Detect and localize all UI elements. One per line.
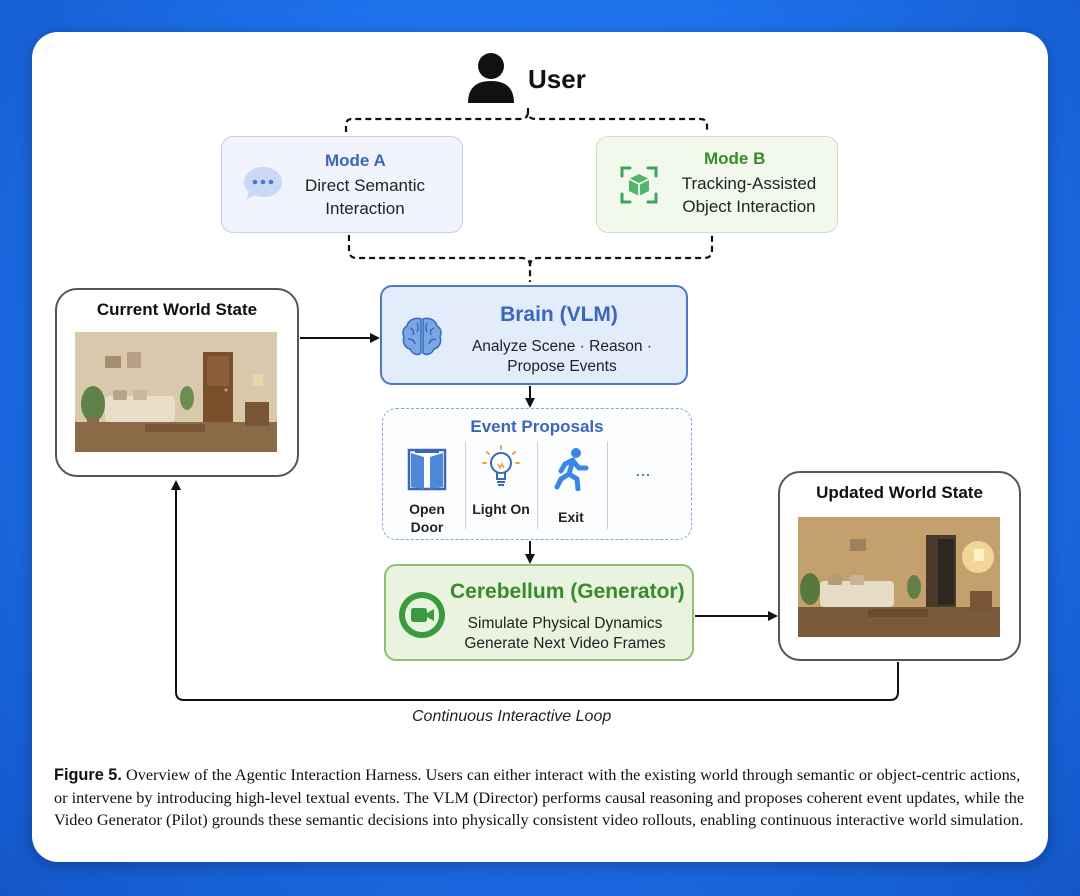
updated-world-state-box: Updated World State xyxy=(778,471,1021,661)
figure-caption: Figure 5. Overview of the Agentic Intera… xyxy=(54,764,1026,832)
event-exit: Exit xyxy=(558,509,584,525)
event-proposals-box: Event Proposals Open Door Light On xyxy=(382,408,692,540)
living-room-image xyxy=(75,332,277,452)
cerebellum-text: Simulate Physical Dynamics Generate Next… xyxy=(464,615,666,652)
mode-b-title: Mode B xyxy=(704,149,766,168)
current-world-state-title: Current World State xyxy=(96,300,258,319)
figure-card: User Mode A Direct Semantic Interaction … xyxy=(32,32,1048,862)
cerebellum-title: Cerebellum (Generator) xyxy=(450,580,685,603)
user-label: User xyxy=(528,64,586,94)
tracking-cube-icon xyxy=(620,166,658,204)
chat-bubble-icon xyxy=(244,167,282,200)
event-open-door: Open Door xyxy=(409,501,445,535)
mode-b-text: Tracking-Assisted Object Interaction xyxy=(681,174,817,216)
modes-dashed-bracket xyxy=(347,235,714,282)
current-world-state-box: Current World State xyxy=(55,288,299,477)
lightbulb-icon xyxy=(482,445,520,486)
brain-box: Brain (VLM) Analyze Scene · Reason · Pro… xyxy=(380,285,688,385)
brain-icon xyxy=(402,317,442,356)
caption-text: Overview of the Agentic Interaction Harn… xyxy=(54,765,1025,829)
user-icon xyxy=(468,53,514,103)
mode-a-text: Direct Semantic Interaction xyxy=(305,176,425,218)
video-camera-icon xyxy=(399,592,445,638)
door-icon xyxy=(407,448,447,491)
event-more-ellipsis: ... xyxy=(635,460,651,480)
loop-label: Continuous Interactive Loop xyxy=(412,708,612,725)
divider xyxy=(607,441,608,529)
cerebellum-box: Cerebellum (Generator) Simulate Physical… xyxy=(384,564,694,661)
mode-b-box: Mode B Tracking-Assisted Object Interact… xyxy=(596,136,838,233)
running-person-icon xyxy=(554,448,589,491)
brain-text: Analyze Scene · Reason · Propose Events xyxy=(471,338,653,375)
diagram: User Mode A Direct Semantic Interaction … xyxy=(32,32,1048,762)
mode-a-box: Mode A Direct Semantic Interaction xyxy=(221,136,463,233)
user-dashed-bracket xyxy=(344,108,709,132)
connector-lines xyxy=(171,108,899,701)
event-light-on: Light On xyxy=(472,501,530,517)
event-proposals-title: Event Proposals xyxy=(470,417,604,436)
updated-world-state-title: Updated World State xyxy=(816,483,983,502)
divider xyxy=(537,441,538,529)
living-room-lit-image xyxy=(798,517,1000,637)
divider xyxy=(465,441,466,529)
mode-a-title: Mode A xyxy=(325,151,386,170)
brain-title: Brain (VLM) xyxy=(500,303,618,326)
figure-number: Figure 5. xyxy=(54,766,122,784)
loop-line xyxy=(171,480,899,701)
